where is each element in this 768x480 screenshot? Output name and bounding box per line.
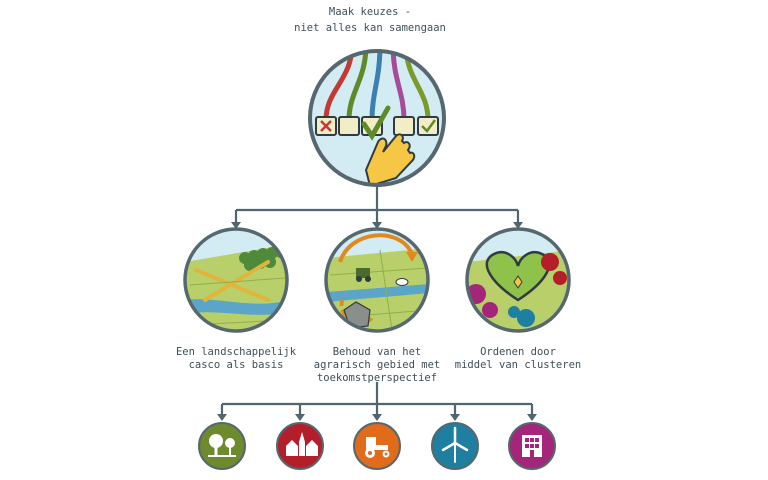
arrowheads [217,222,537,421]
choices-illustration [308,49,446,187]
top-title-line2: niet alles kan samengaan [294,22,446,34]
strategy-label-agrarisch: Behoud van het agrarisch gebied met toek… [313,346,441,384]
building-icon [522,435,542,457]
wind-turbine-icon [441,426,469,463]
trees-theme [198,422,246,470]
agricultural-area-illustration [324,227,430,333]
wind-turbine-theme [431,422,479,470]
landscape-casco-illustration [183,227,289,333]
strategy-label-casco: Een landschappelijk casco als basis [175,346,297,371]
trees-icon [208,434,236,457]
village-theme [276,422,324,470]
village-icon [286,432,318,456]
tractor-theme [353,422,401,470]
clusters-illustration [465,227,571,333]
building-theme [508,422,556,470]
tractor-icon [365,437,390,458]
top-title-line1: Maak keuzes - [328,6,412,18]
strategy-label-clusteren: Ordenen door middel van clusteren [454,346,582,371]
connector-lines [220,186,534,414]
